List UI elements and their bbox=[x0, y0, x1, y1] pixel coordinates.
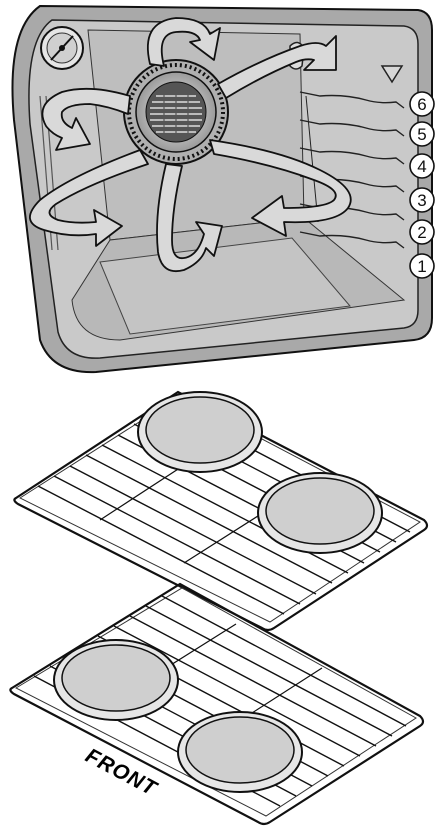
svg-text:4: 4 bbox=[417, 157, 426, 176]
svg-text:5: 5 bbox=[417, 125, 426, 144]
pan-upper-front-icon bbox=[257, 472, 383, 554]
airflow-arrows bbox=[29, 17, 352, 273]
svg-text:3: 3 bbox=[417, 191, 426, 210]
airflow-arrow-top-icon bbox=[146, 17, 221, 67]
pan-lower-back-icon bbox=[53, 639, 179, 721]
rack-position-labels: 6 5 4 3 2 1 bbox=[409, 91, 435, 279]
rack-guides bbox=[299, 91, 405, 249]
lower-rack-frame bbox=[9, 582, 425, 826]
upper-rack-frame bbox=[13, 390, 429, 632]
airflow-arrow-top-right-icon bbox=[217, 35, 337, 99]
svg-text:6: 6 bbox=[417, 95, 426, 114]
airflow-arrow-left-icon bbox=[41, 87, 131, 151]
front-label: FRONT bbox=[82, 744, 162, 801]
rack-lock-tab-icon bbox=[380, 65, 404, 84]
pan-upper-back-icon bbox=[137, 391, 263, 473]
rack-position-4: 4 bbox=[409, 153, 435, 179]
rack-position-3: 3 bbox=[409, 187, 435, 213]
svg-text:1: 1 bbox=[417, 257, 426, 276]
svg-text:2: 2 bbox=[417, 223, 426, 242]
rack-position-2: 2 bbox=[409, 219, 435, 245]
convection-fan-icon bbox=[123, 59, 229, 165]
rack-position-5: 5 bbox=[409, 121, 435, 147]
pan-lower-front-icon bbox=[177, 711, 303, 793]
airflow-arrow-bottom-icon bbox=[156, 163, 223, 273]
airflow-arrow-bottom-left-icon bbox=[29, 149, 149, 247]
oven-light-icon bbox=[40, 26, 84, 70]
rack-position-6: 6 bbox=[409, 91, 435, 117]
rack-position-1: 1 bbox=[409, 253, 435, 279]
airflow-arrow-bottom-right-icon bbox=[209, 139, 352, 237]
